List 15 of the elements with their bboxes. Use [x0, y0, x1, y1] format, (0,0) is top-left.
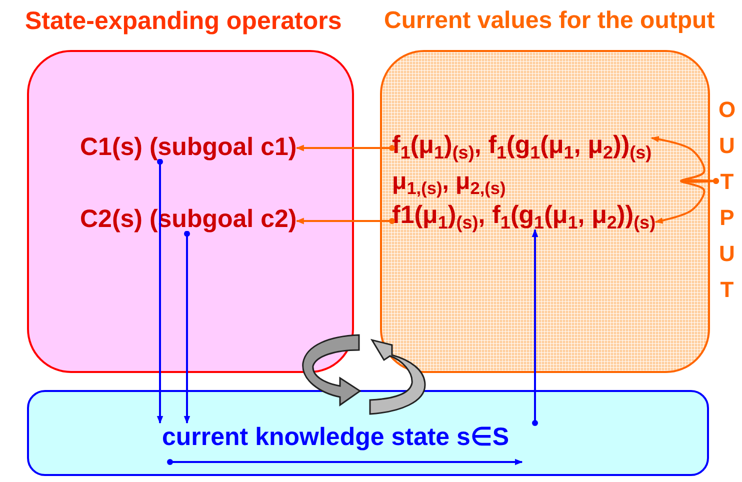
- panel-heading: State-expanding operators: [25, 7, 342, 36]
- arrow: [654, 178, 719, 224]
- panel-heading: Current values for the output: [384, 7, 715, 35]
- knowledge-state-panel: [27, 390, 709, 476]
- output-formula: f1(μ$_{1}$)$_{(s)}$, f$_{1}$(g$_{1}$(μ$_{1}$, μ$_{2}$))$_{(s)}$: [392, 201, 656, 230]
- arrow: [296, 218, 395, 224]
- output-label: OUTPUT: [717, 96, 737, 304]
- arrow: [296, 144, 395, 152]
- output-formula: μ$_{1,(s)}$, μ$_{2,(s)}$: [392, 168, 506, 196]
- output-formula: f$_{1}$(μ$_{1}$)$_{(s)}$, f$_{1}$(g$_{1}$(μ$_{1}$, μ$_{2}$))$_{(s)}$: [392, 131, 652, 160]
- knowledge-state-label: current knowledge state s∈S: [162, 423, 510, 452]
- subgoal-label: C1(s) (subgoal c1): [80, 133, 297, 162]
- arrow: [156, 158, 164, 424]
- arrow: [532, 228, 538, 426]
- arrow: [184, 230, 190, 424]
